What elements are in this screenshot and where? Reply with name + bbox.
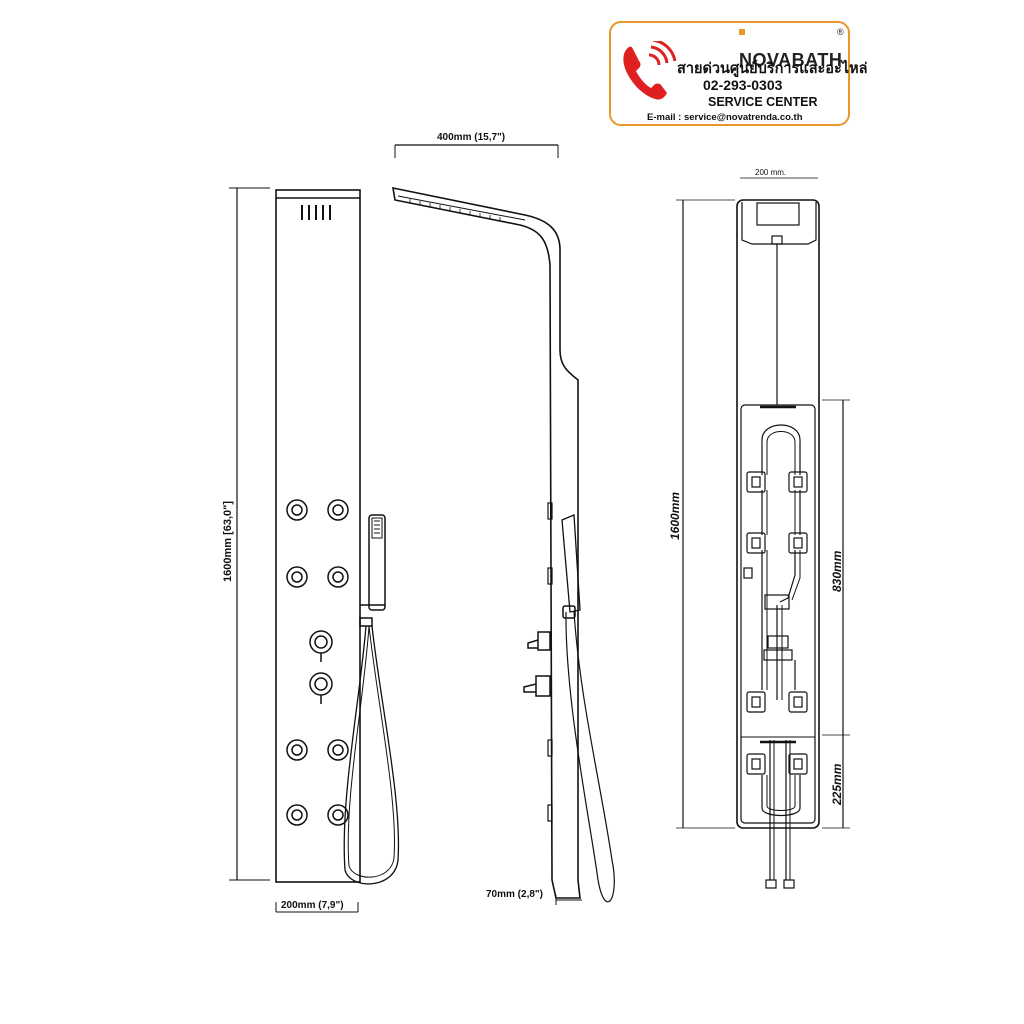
- side-hand-shower: [561, 514, 615, 903]
- rear-view: [676, 177, 850, 889]
- rear-jet-fittings: [746, 471, 808, 775]
- top-vent-icon: [301, 205, 331, 220]
- front-width-label: 200mm (7,9"): [281, 900, 344, 911]
- side-valve-levers: [523, 631, 551, 697]
- side-head-width-label: 400mm (15,7"): [437, 132, 506, 143]
- registered-mark: ®: [837, 27, 844, 37]
- brand-name: NOVABATH: [739, 29, 848, 71]
- service-center-badge: NOVABATH ® สายด่วนศูนย์บริการและอะไหล่ 0…: [609, 21, 868, 126]
- valve-knobs: [309, 630, 333, 704]
- body-jets: [286, 499, 349, 826]
- front-height-label: 1600mm [63,0"]: [222, 500, 234, 582]
- phone-icon: [623, 41, 677, 100]
- side-jet-nubs: [547, 502, 553, 822]
- rear-width-label: 200 mm.: [755, 168, 787, 177]
- brand-logo-icon: [739, 29, 745, 35]
- rear-bottom-label: 225mm: [830, 763, 844, 805]
- service-center-label: SERVICE CENTER: [708, 95, 818, 109]
- side-depth-label: 70mm (2,8"): [486, 889, 543, 900]
- email-address: E-mail : service@novatrenda.co.th: [647, 112, 803, 123]
- hotline-text: สายด่วนศูนย์บริการและอะไหล่: [677, 61, 868, 77]
- phone-number: 02-293-0303: [703, 77, 783, 93]
- rear-height-label: 1600mm: [668, 491, 682, 540]
- side-view: [392, 144, 615, 905]
- rear-mid-label: 830mm: [830, 550, 844, 592]
- front-view: [229, 187, 400, 913]
- hand-shower: [343, 514, 400, 885]
